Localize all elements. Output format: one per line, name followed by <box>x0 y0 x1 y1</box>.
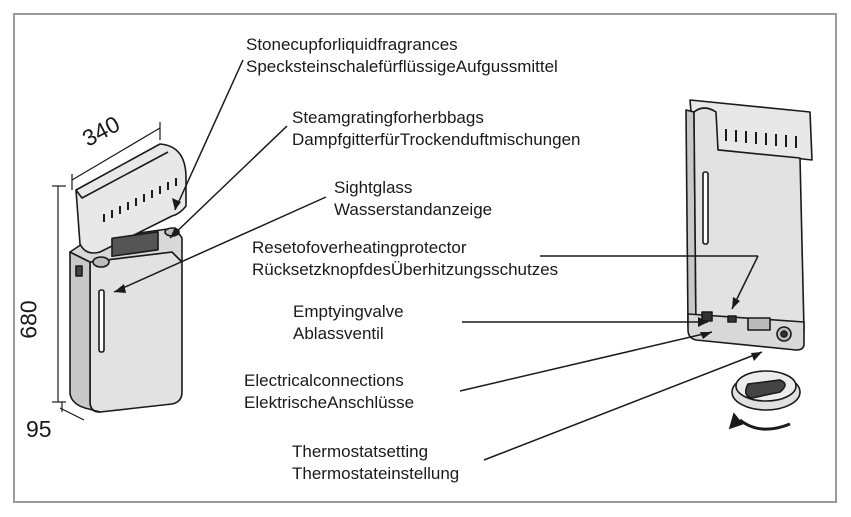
label-electrical-connections: Electricalconnections ElektrischeAnschlü… <box>244 370 414 414</box>
label-emptying-valve-de: Ablassventil <box>293 324 384 343</box>
dimension-height-label: 680 <box>15 300 42 339</box>
dimension-lines <box>52 122 161 421</box>
label-steam-grating-de: DampfgitterfürTrockenduftmischungen <box>292 130 581 149</box>
label-thermostat-setting-en: Thermostatsetting <box>292 442 429 461</box>
rear-heater-illustration <box>685 99 813 351</box>
dimension-depth-label: 95 <box>26 416 52 442</box>
label-thermostat-setting: Thermostatsetting Thermostateinstellung <box>292 441 459 485</box>
label-reset-overheating-en: Resetofoverheatingprotector <box>252 238 467 257</box>
label-emptying-valve: Emptyingvalve Ablassventil <box>293 301 404 345</box>
label-stone-cup: Stonecupforliquidfragrances Specksteinsc… <box>246 34 558 78</box>
label-electrical-connections-de: ElektrischeAnschlüsse <box>244 393 415 412</box>
label-sight-glass-de: Wasserstandanzeige <box>334 200 493 219</box>
label-stone-cup-en: Stonecupforliquidfragrances <box>246 35 458 54</box>
label-sight-glass: Sightglass Wasserstandanzeige <box>334 177 492 221</box>
label-sight-glass-en: Sightglass <box>334 178 413 197</box>
label-stone-cup-de: SpecksteinschalefürflüssigeAufgussmittel <box>246 57 558 76</box>
front-heater-illustration <box>69 143 187 413</box>
thermostat-knob-illustration <box>728 370 801 431</box>
label-steam-grating-en: Steamgratingforherbbags <box>292 108 484 127</box>
label-reset-overheating-de: RücksetzknopfdesÜberhitzungsschutzes <box>252 260 559 279</box>
label-reset-overheating: Resetofoverheatingprotector Rücksetzknop… <box>252 237 558 281</box>
leader-arrowheads <box>114 198 762 361</box>
frame-border <box>13 13 837 503</box>
label-thermostat-setting-de: Thermostateinstellung <box>292 464 460 483</box>
label-steam-grating: Steamgratingforherbbags DampfgitterfürTr… <box>292 107 581 151</box>
leader-lines <box>113 59 763 461</box>
label-electrical-connections-en: Electricalconnections <box>244 371 404 390</box>
label-emptying-valve-en: Emptyingvalve <box>293 302 404 321</box>
